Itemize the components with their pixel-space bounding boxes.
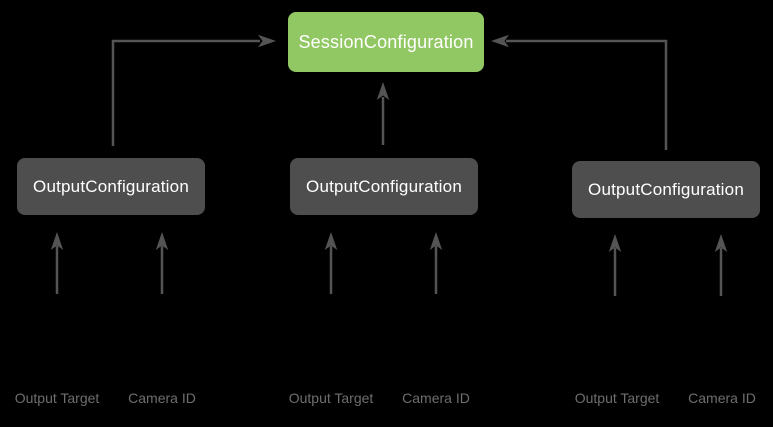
input-label-output-target-2: Output Target <box>288 390 374 406</box>
arrowhead-output2-to-session <box>376 82 390 100</box>
input-label-camera-id-3: Camera ID <box>688 390 756 406</box>
arrowhead-camera-id-2 <box>429 232 443 250</box>
node-output-configuration-2-label: OutputConfiguration <box>306 176 462 196</box>
arrowhead-camera-id-3 <box>714 234 728 252</box>
arrowhead-camera-id-1 <box>155 232 169 250</box>
input-label-output-target-3: Output Target <box>574 390 660 406</box>
arrowhead-output-target-2 <box>324 232 338 250</box>
node-output-configuration-1-label: OutputConfiguration <box>33 176 189 196</box>
input-label-camera-id-2: Camera ID <box>402 390 470 406</box>
arrow-output1-to-session-line <box>111 39 260 146</box>
node-session-configuration-label: SessionConfiguration <box>298 31 474 52</box>
arrowhead-output3-to-session <box>491 34 509 48</box>
input-label-output-target-1: Output Target <box>14 390 100 406</box>
arrowhead-output-target-1 <box>50 232 64 250</box>
node-output-configuration-1: OutputConfiguration <box>17 158 205 215</box>
node-session-configuration: SessionConfiguration <box>288 12 484 72</box>
input-label-camera-id-1: Camera ID <box>128 390 196 406</box>
arrow-output3-to-session-line <box>506 39 668 150</box>
arrowhead-output-target-3 <box>608 234 622 252</box>
node-output-configuration-2: OutputConfiguration <box>290 158 478 215</box>
node-output-configuration-3-label: OutputConfiguration <box>588 179 744 199</box>
arrowhead-output1-to-session <box>258 34 276 48</box>
node-output-configuration-3: OutputConfiguration <box>572 161 760 218</box>
